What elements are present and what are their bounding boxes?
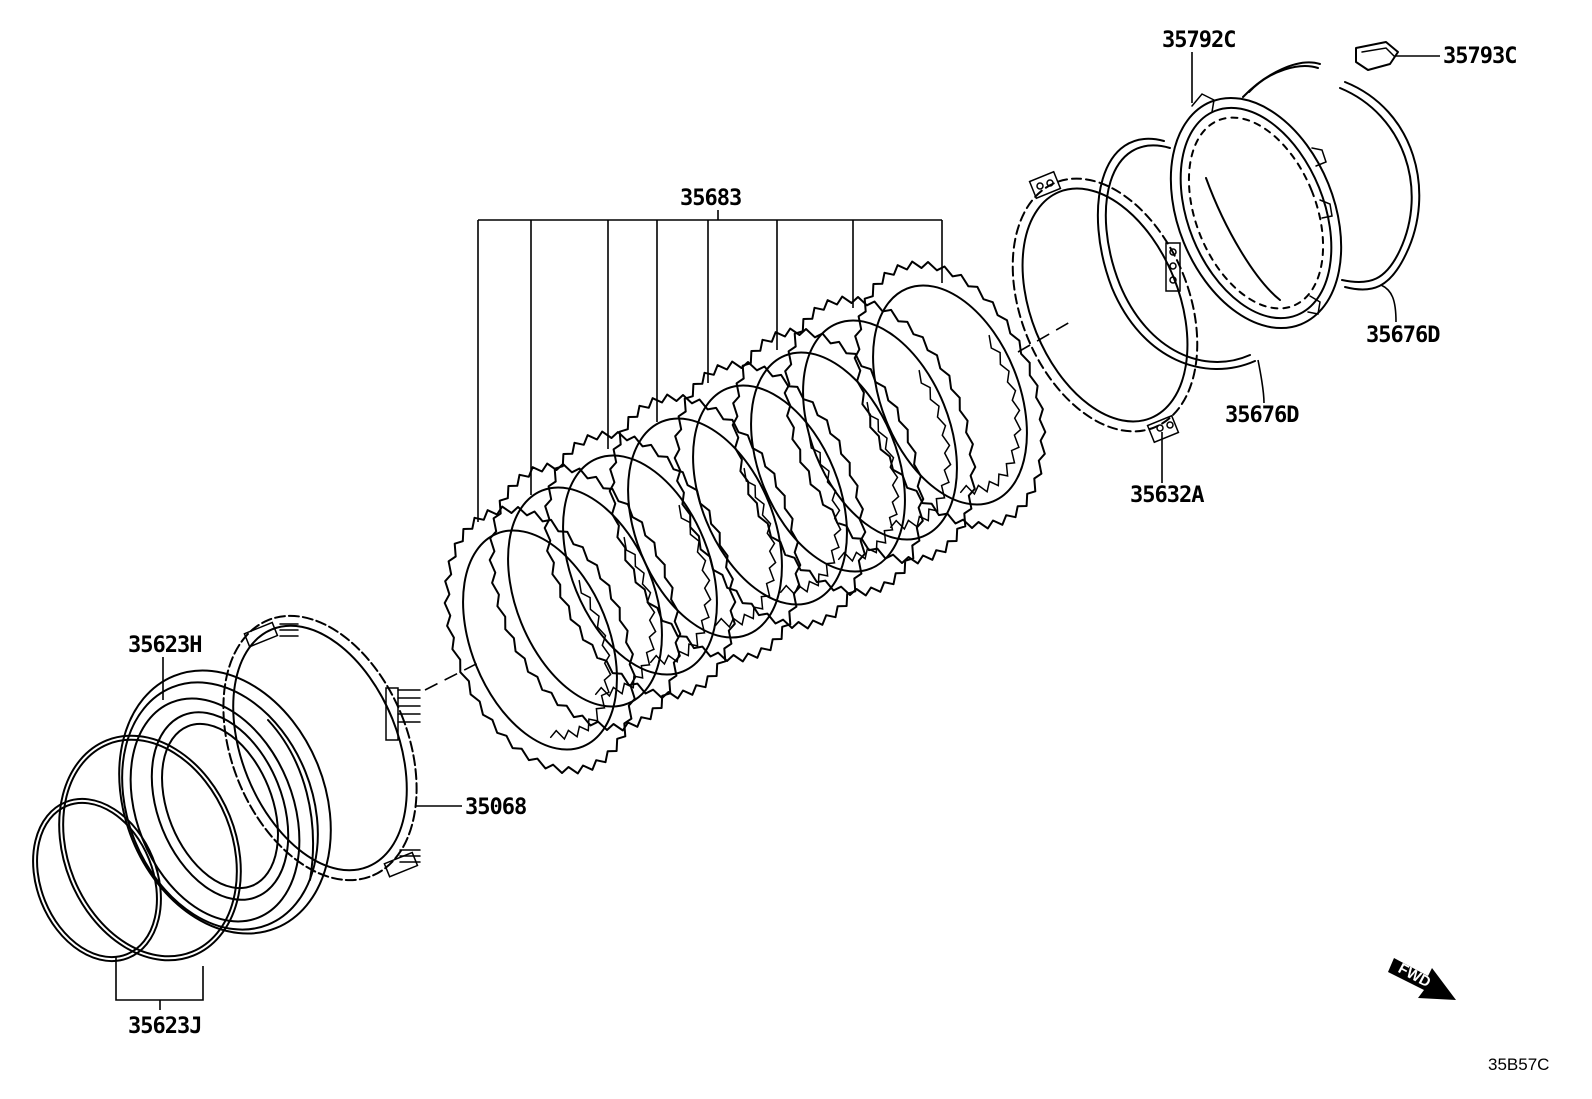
clutch-flange-35632A (1011, 170, 1199, 444)
disc-outer-edge (853, 260, 1047, 530)
disc-spline-teeth (549, 579, 612, 741)
clutch-piston-35623H (118, 669, 332, 935)
disc-outer-edge (443, 505, 637, 775)
disc-inner-ring (562, 454, 718, 676)
fwd-label: FWD (1395, 960, 1433, 991)
leader-lines (115, 52, 1440, 1010)
disc-spline-teeth (837, 401, 900, 563)
clip-35793C (1355, 41, 1399, 71)
clutch-piston-retainer-35792C (1169, 93, 1343, 330)
snap-ring-35676D-upper (1242, 61, 1421, 291)
label-35623J[interactable]: 35623J (128, 1014, 202, 1039)
disc-spline-teeth (959, 334, 1022, 496)
label-35683[interactable]: 35683 (680, 186, 742, 211)
label-35623H[interactable]: 35623H (128, 633, 202, 658)
disc-inner-ring (462, 529, 618, 751)
disc-spline-teeth (649, 504, 712, 666)
disc-inner-ring (802, 319, 958, 541)
disc-inner-ring (692, 384, 848, 606)
clutch-disc-stack (443, 260, 1047, 775)
forward-direction-arrow: FWD (1388, 958, 1456, 1000)
diagram-code: 35B57C (1488, 1055, 1549, 1074)
piston-damper-35068 (222, 614, 421, 882)
label-35068[interactable]: 35068 (465, 795, 527, 820)
disc-spline-teeth (889, 369, 952, 531)
o-rings-35623J (32, 734, 242, 963)
snap-ring-35676D-lower (1096, 137, 1256, 370)
disc-spline-teeth (779, 434, 842, 596)
axis-line-left (424, 661, 481, 691)
label-35676D-upper[interactable]: 35676D (1366, 323, 1441, 348)
disc-inner-ring (872, 284, 1028, 506)
disc-outer-edge (783, 295, 977, 565)
disc-outer-edge (543, 430, 737, 700)
disc-inner-ring (627, 417, 783, 639)
axis-line-right (1017, 321, 1071, 353)
disc-inner-ring (507, 486, 663, 708)
disc-inner-ring (750, 351, 906, 573)
label-35676D-lower[interactable]: 35676D (1225, 403, 1300, 428)
disc-spline-teeth (714, 467, 777, 629)
disc-spline-teeth (594, 536, 657, 698)
label-35793C[interactable]: 35793C (1443, 44, 1517, 69)
label-35632A[interactable]: 35632A (1130, 483, 1205, 508)
disc-outer-edge (608, 393, 802, 663)
label-35792C[interactable]: 35792C (1162, 28, 1236, 53)
